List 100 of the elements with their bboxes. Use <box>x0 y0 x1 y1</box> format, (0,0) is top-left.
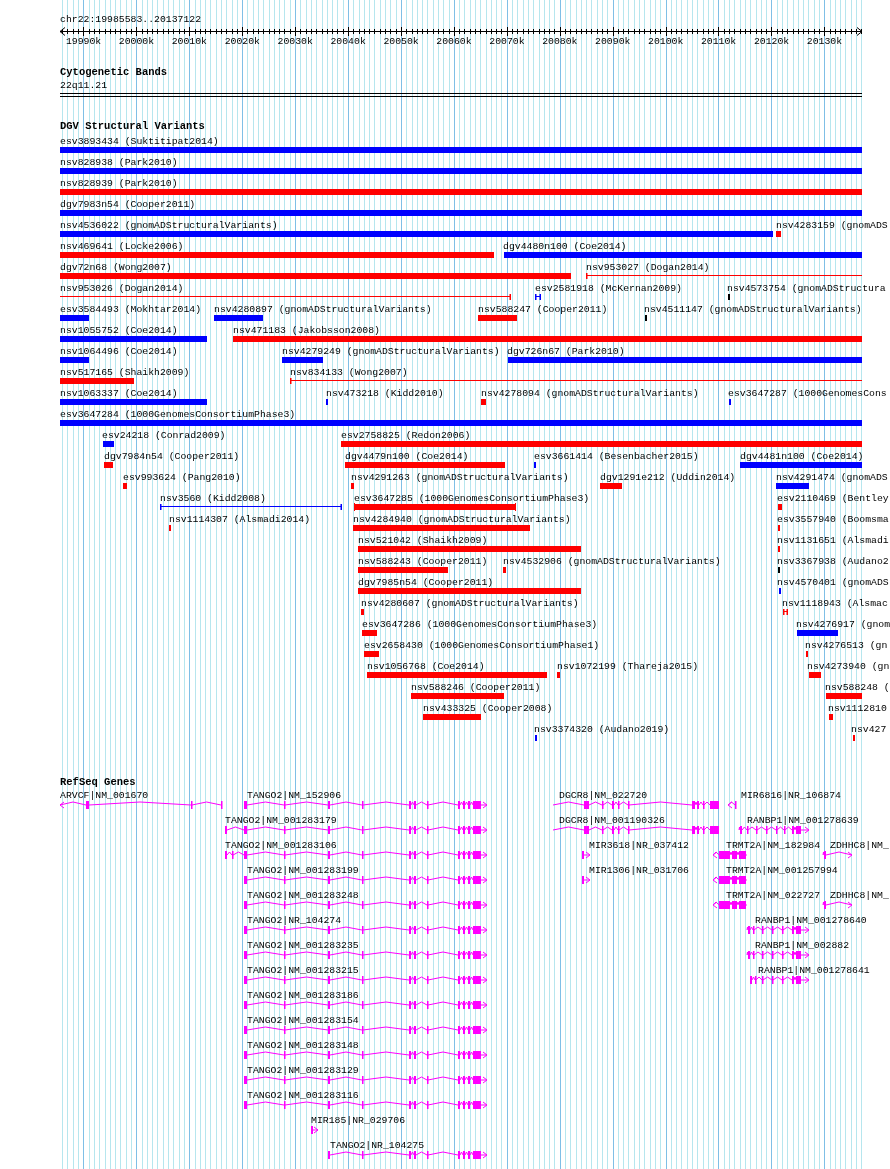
variant-label: nsv4280607 (gnomADStructuralVariants) <box>361 598 579 609</box>
gene-label: MIR3618|NR_037412 <box>589 840 689 851</box>
variant-label: nsv3367938 (Audano2 <box>777 556 889 567</box>
tick-label: 20030k <box>277 36 313 47</box>
variant-label: esv3584493 (Mokhtar2014) <box>60 304 202 315</box>
variant-label: nsv1056768 (Coe2014) <box>367 661 485 672</box>
track-title: DGV Structural Variants <box>60 121 205 132</box>
gene-label: TANGO2|NM_001283186 <box>247 990 359 1001</box>
tick-label: 20050k <box>383 36 419 47</box>
gene-label: DGCR8|NM_001190326 <box>559 815 665 826</box>
variant-label: nsv1118943 (Alsmac <box>782 598 888 609</box>
variant-label: dgv72n68 (Wong2007) <box>60 262 172 273</box>
variant-label: nsv4280897 (gnomADStructuralVariants) <box>214 304 432 315</box>
variant-label: nsv4532906 (gnomADStructuralVariants) <box>503 556 721 567</box>
tick-label: 20080k <box>542 36 578 47</box>
variant-label: dgv4480n100 (Coe2014) <box>503 241 627 252</box>
variant-label: nsv4279249 (gnomADStructuralVariants) <box>282 346 500 357</box>
tick-label: 20100k <box>648 36 684 47</box>
variant-label: nsv1063337 (Coe2014) <box>60 388 178 399</box>
band-label: 22q11.21 <box>60 80 108 91</box>
variant-label: nsv953026 (Dogan2014) <box>60 283 184 294</box>
variant-label: nsv4283159 (gnomADS <box>776 220 888 231</box>
gene-label: TRMT2A|NM_182984 <box>726 840 821 851</box>
variant-label: nsv953027 (Dogan2014) <box>586 262 710 273</box>
variant-label: esv3647285 (1000GenomesConsortiumPhase3) <box>354 493 590 504</box>
gene-label: TANGO2|NM_152906 <box>247 790 342 801</box>
variant-label: nsv1131651 (Alsmadi <box>777 535 889 546</box>
tick-label: 19990k <box>65 36 102 47</box>
variant-label: nsv4276513 (gn <box>805 640 888 651</box>
variant-label: nsv4291263 (gnomADStructuralVariants) <box>351 472 569 483</box>
gene-label: ZDHHC8|NM_ <box>830 890 889 901</box>
tick-label: 20060k <box>436 36 472 47</box>
variant-label: dgv7983n54 (Cooper2011) <box>60 199 196 210</box>
gene-label: MIR6816|NR_106874 <box>741 790 841 801</box>
variant-label: nsv469641 (Locke2006) <box>60 241 184 252</box>
gene-label: TANGO2|NM_001283179 <box>225 815 337 826</box>
variant-label: nsv473218 (Kidd2010) <box>326 388 444 399</box>
gene-label: MIR185|NR_029706 <box>311 1115 406 1126</box>
gene-label: TANGO2|NM_001283235 <box>247 940 359 951</box>
gene-label: RANBP1|NM_001278639 <box>747 815 859 826</box>
gene-label: TANGO2|NM_001283116 <box>247 1090 359 1101</box>
variant-label: nsv828938 (Park2010) <box>60 157 178 168</box>
variant-label: nsv427 <box>851 724 887 735</box>
variant-label: nsv1064496 (Coe2014) <box>60 346 178 357</box>
gene-label: TANGO2|NM_001283154 <box>247 1015 359 1026</box>
gene-label: TANGO2|NM_001283129 <box>247 1065 359 1076</box>
variant-label: esv3557940 (Boomsma <box>777 514 889 525</box>
tick-label: 20070k <box>489 36 525 47</box>
variant-label: nsv1072199 (Thareja2015) <box>557 661 699 672</box>
variant-label: nsv521042 (Shaikh2009) <box>358 535 488 546</box>
tick-label: 20110k <box>700 36 737 47</box>
gene-label: MIR1306|NR_031706 <box>589 865 689 876</box>
variant-label: esv2758825 (Redon2006) <box>341 430 471 441</box>
variant-label: esv3647284 (1000GenomesConsortiumPhase3) <box>60 409 296 420</box>
variant-label: nsv4536022 (gnomADStructuralVariants) <box>60 220 278 231</box>
gene-label: TANGO2|NR_104274 <box>247 915 342 926</box>
variant-label: dgv4481n100 (Coe2014) <box>740 451 864 462</box>
variant-label: dgv4479n100 (Coe2014) <box>345 451 469 462</box>
variant-label: nsv433325 (Cooper2008) <box>423 703 553 714</box>
gene-label: TANGO2|NM_001283148 <box>247 1040 359 1051</box>
variant-label: nsv4276917 (gnom <box>796 619 890 630</box>
variant-label: nsv4278094 (gnomADStructuralVariants) <box>481 388 699 399</box>
variant-label: nsv588243 (Cooper2011) <box>358 556 488 567</box>
tick-label: 20040k <box>330 36 366 47</box>
gene-label: TANGO2|NM_001283199 <box>247 865 359 876</box>
tick-label: 20000k <box>118 36 155 47</box>
variant-label: nsv828939 (Park2010) <box>60 178 178 189</box>
variant-label: esv2581918 (McKernan2009) <box>535 283 682 294</box>
variant-label: esv993624 (Pang2010) <box>123 472 241 483</box>
variant-label: nsv588246 (Cooper2011) <box>411 682 541 693</box>
variant-label: nsv1114307 (Alsmadi2014) <box>169 514 311 525</box>
variant-label: dgv7985n54 (Cooper2011) <box>358 577 494 588</box>
gene-label: TRMT2A|NM_022727 <box>726 890 821 901</box>
variant-label: esv24218 (Conrad2009) <box>102 430 226 441</box>
tick-label: 20010k <box>171 36 207 47</box>
variant-label: nsv1055752 (Coe2014) <box>60 325 178 336</box>
gene-label: TANGO2|NM_001283248 <box>247 890 359 901</box>
variant-label: nsv4570401 (gnomADS <box>777 577 889 588</box>
gene-label: RANBP1|NM_002882 <box>755 940 850 951</box>
variant-label: esv3647287 (1000GenomesCons <box>728 388 887 399</box>
tick-label: 20020k <box>224 36 260 47</box>
variant-label: dgv1291e212 (Uddin2014) <box>600 472 736 483</box>
variant-label: nsv471183 (Jakobsson2008) <box>233 325 380 336</box>
variant-label: nsv588248 ( <box>825 682 890 693</box>
variant-label: dgv7984n54 (Cooper2011) <box>104 451 240 462</box>
variant-label: nsv588247 (Cooper2011) <box>478 304 608 315</box>
gene-label: TANGO2|NM_001283215 <box>247 965 359 976</box>
variant-label: esv3647286 (1000GenomesConsortiumPhase3) <box>362 619 598 630</box>
variant-label: nsv517165 (Shaikh2009) <box>60 367 190 378</box>
variant-label: nsv3374320 (Audano2019) <box>534 724 670 735</box>
gene-label: ZDHHC8|NM_ <box>830 840 889 851</box>
locus-label: chr22:19985583..20137122 <box>60 14 202 25</box>
variant-label: nsv3560 (Kidd2008) <box>160 493 266 504</box>
variant-label: esv2658430 (1000GenomesConsortiumPhase1) <box>364 640 600 651</box>
variant-label: nsv4573754 (gnomADStructura <box>727 283 886 294</box>
variant-label: nsv834133 (Wong2007) <box>290 367 408 378</box>
gene-label: TRMT2A|NM_001257994 <box>726 865 838 876</box>
gene-label: TANGO2|NR_104275 <box>330 1140 425 1151</box>
gene-label: RANBP1|NM_001278641 <box>758 965 870 976</box>
tick-label: 20090k <box>595 36 631 47</box>
